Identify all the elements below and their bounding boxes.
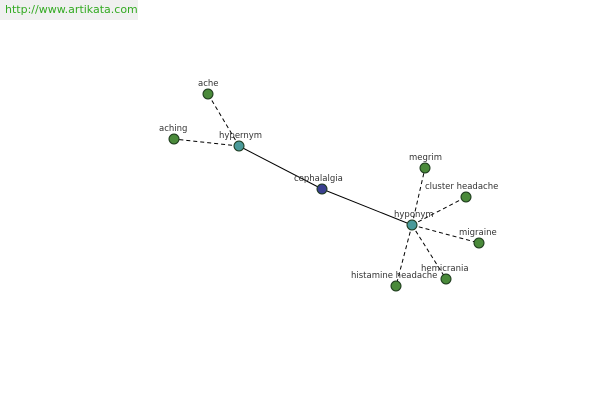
- edge-hyponym-hemicrania: [411, 224, 447, 280]
- node-hemicrania[interactable]: [440, 273, 452, 285]
- label-megrim[interactable]: megrim: [409, 153, 442, 163]
- label-hemicrania[interactable]: hemicrania: [421, 264, 469, 274]
- node-aching[interactable]: [168, 133, 180, 145]
- nodes-layer: [168, 88, 485, 292]
- label-cluster-headache[interactable]: cluster headache: [425, 182, 498, 192]
- site-url[interactable]: http://www.artikata.com: [5, 3, 138, 16]
- label-cephalalgia[interactable]: cephalalgia: [294, 174, 343, 184]
- node-hypernym[interactable]: [233, 140, 245, 152]
- edge-hypernym-aching: [173, 138, 240, 147]
- node-histamine-headache[interactable]: [390, 280, 402, 292]
- label-aching[interactable]: aching: [159, 124, 187, 134]
- label-migraine[interactable]: migraine: [459, 228, 497, 238]
- label-hyponym[interactable]: hyponym: [394, 210, 434, 220]
- label-ache[interactable]: ache: [198, 79, 219, 89]
- edge-cephalalgia-hypernym: [238, 145, 323, 190]
- edge-hyponym-cluster-headache: [411, 196, 467, 226]
- edge-hyponym-histamine-headache: [395, 224, 413, 287]
- label-histamine-headache[interactable]: histamine headache: [351, 271, 437, 281]
- node-hyponym[interactable]: [406, 219, 418, 231]
- node-migraine[interactable]: [473, 237, 485, 249]
- edge-hyponym-megrim: [411, 167, 426, 226]
- edge-cephalalgia-hyponym: [321, 188, 413, 226]
- node-megrim[interactable]: [419, 162, 431, 174]
- edge-hyponym-migraine: [411, 224, 480, 244]
- labels-layer: cephalalgia hypernym hyponym ache aching megr…: [159, 79, 498, 281]
- node-cephalalgia[interactable]: [316, 183, 328, 195]
- label-hypernym[interactable]: hypernym: [219, 131, 262, 141]
- edges-layer: [173, 93, 480, 287]
- edge-hypernym-ache: [207, 93, 240, 147]
- node-cluster-headache[interactable]: [460, 191, 472, 203]
- url-bar: http://www.artikata.com: [0, 0, 138, 20]
- node-ache[interactable]: [202, 88, 214, 100]
